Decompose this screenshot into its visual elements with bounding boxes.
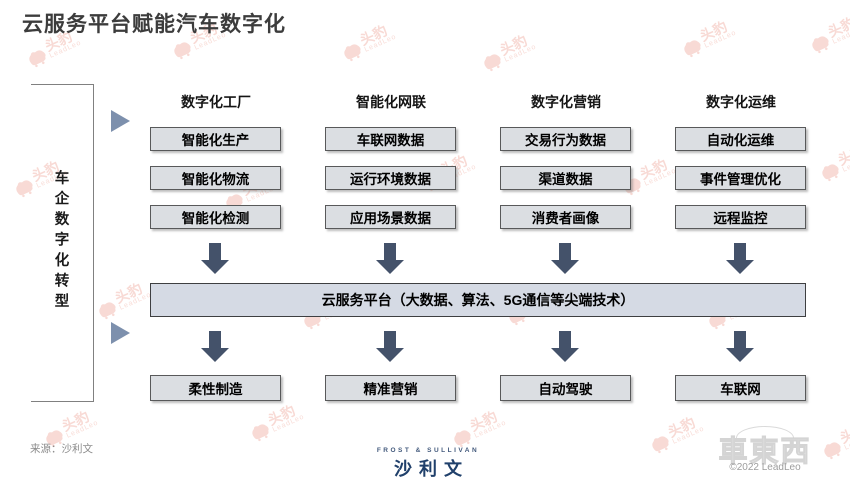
down-arrow-icon	[551, 243, 579, 274]
box-application-scenario-data: 应用场景数据	[325, 205, 456, 229]
frost-sullivan-wordmark: FROST & SULLIVAN	[376, 447, 480, 454]
down-arrow-icon	[201, 243, 229, 274]
chedongxi-watermark: 車東西 ©2022 LeadLeo	[697, 426, 833, 473]
right-triangle-icon	[111, 110, 130, 132]
frost-sullivan-logo: FROST & SULLIVAN 沙利文	[368, 447, 488, 478]
column-header-digital-factory: 数字化工厂	[181, 94, 251, 110]
box-autonomous-driving: 自动驾驶	[500, 375, 631, 401]
box-iov-data: 车联网数据	[325, 127, 456, 151]
box-internet-of-vehicles: 车联网	[675, 375, 806, 401]
column-header-digital-marketing: 数字化营销	[531, 94, 601, 110]
box-smart-production: 智能化生产	[150, 127, 281, 151]
box-smart-inspection: 智能化检测	[150, 205, 281, 229]
box-transaction-behavior-data: 交易行为数据	[500, 127, 631, 151]
copyright-note: ©2022 LeadLeo	[729, 462, 801, 473]
right-triangle-icon	[111, 322, 130, 344]
shalivin-wordmark: 沙利文	[394, 459, 469, 478]
left-bracket	[31, 84, 94, 402]
page-title: 云服务平台赋能汽车数字化	[22, 13, 286, 36]
box-precision-marketing: 精准营销	[325, 375, 456, 401]
cloud-platform-bar: 云服务平台（大数据、算法、5G通信等尖端技术）	[150, 283, 806, 317]
box-flexible-manufacturing: 柔性制造	[150, 375, 281, 401]
down-arrow-icon	[376, 331, 404, 362]
down-arrow-icon	[376, 243, 404, 274]
column-header-intelligent-connectivity: 智能化网联	[356, 94, 426, 110]
down-arrow-icon	[726, 243, 754, 274]
box-incident-mgmt-optimization: 事件管理优化	[675, 166, 806, 190]
source-note: 来源：沙利文	[30, 443, 93, 455]
box-consumer-profile: 消费者画像	[500, 205, 631, 229]
box-smart-logistics: 智能化物流	[150, 166, 281, 190]
box-operating-env-data: 运行环境数据	[325, 166, 456, 190]
chedongxi-wordmark: 車東西	[718, 436, 812, 468]
column-header-digital-operations: 数字化运维	[706, 94, 776, 110]
down-arrow-icon	[551, 331, 579, 362]
down-arrow-icon	[726, 331, 754, 362]
box-channel-data: 渠道数据	[500, 166, 631, 190]
left-vertical-label: 车企数字化转型	[52, 170, 69, 314]
box-remote-monitoring: 远程监控	[675, 205, 806, 229]
box-automated-ops: 自动化运维	[675, 127, 806, 151]
down-arrow-icon	[201, 331, 229, 362]
